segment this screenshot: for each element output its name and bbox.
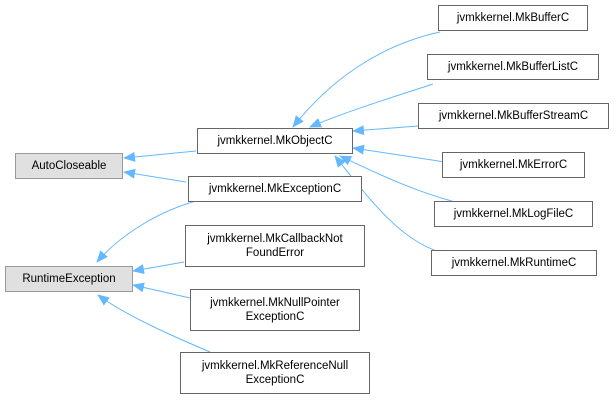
edge-mkbufferlistc-mkobjectc — [309, 83, 434, 128]
edge-mknullpointer-runtimeexception — [132, 282, 191, 299]
node-mklogfilec[interactable]: jvmkkernel.MkLogFileC — [434, 201, 593, 227]
edge-mkerrorc-mkobjectc — [352, 144, 446, 163]
node-mkerrorc[interactable]: jvmkkernel.MkErrorC — [442, 152, 585, 178]
node-mkcallbacknotfounderror[interactable]: jvmkkernel.MkCallbackNot FoundError — [185, 225, 365, 267]
edge-mkruntimec-mkobjectc — [334, 155, 441, 253]
node-mkbufferc[interactable]: jvmkkernel.MkBufferC — [438, 5, 588, 31]
edge-mkbufferstreamc-mkobjectc — [352, 125, 419, 136]
node-mkruntimec[interactable]: jvmkkernel.MkRuntimeC — [431, 250, 597, 276]
node-mkbufferstreamc[interactable]: jvmkkernel.MkBufferStreamC — [418, 103, 609, 129]
edge-mkreferencenull-runtimeexception — [97, 294, 211, 353]
edge-mklogfilec-mkobjectc — [339, 155, 456, 203]
edge-mkexceptionc-runtimeexception — [96, 199, 201, 263]
node-mkexceptionc[interactable]: jvmkkernel.MkExceptionC — [188, 176, 362, 202]
node-mkobjectc[interactable]: jvmkkernel.MkObjectC — [197, 128, 353, 154]
node-runtimeexception[interactable]: RuntimeException — [5, 266, 133, 292]
edge-mkcallback-runtimeexception — [132, 261, 185, 275]
node-mkreferencenullexceptionc[interactable]: jvmkkernel.MkReferenceNull ExceptionC — [180, 352, 370, 394]
edge-mkexceptionc-autocloseable — [123, 168, 187, 183]
edge-mkobjectc-autocloseable — [123, 150, 197, 162]
node-mknullpointerexceptionc[interactable]: jvmkkernel.MkNullPointer ExceptionC — [190, 289, 360, 331]
edge-mkbufferc-mkobjectc — [292, 31, 441, 128]
node-autocloseable[interactable]: AutoCloseable — [15, 153, 123, 179]
node-mkbufferlistc[interactable]: jvmkkernel.MkBufferListC — [427, 54, 599, 80]
